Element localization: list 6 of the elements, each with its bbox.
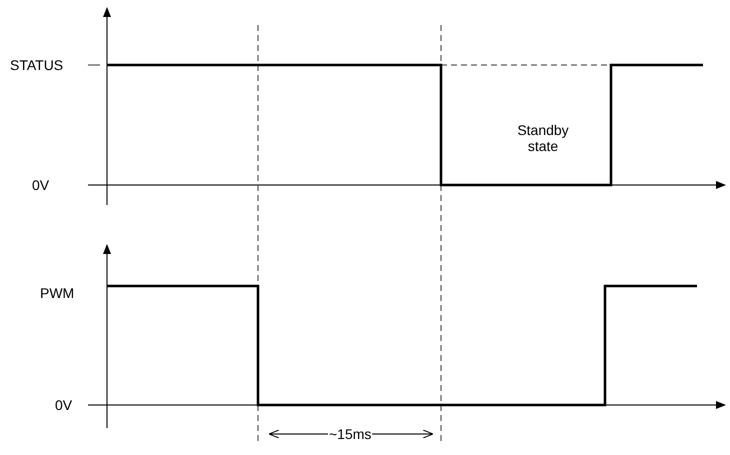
level-label: 0V bbox=[55, 397, 72, 413]
signal-name: PWM bbox=[40, 285, 74, 301]
signal-name: STATUS bbox=[10, 57, 64, 73]
duration-label: ~15ms bbox=[328, 426, 372, 442]
state-label: Standby state bbox=[516, 122, 570, 154]
level-label: 0V bbox=[32, 177, 50, 193]
